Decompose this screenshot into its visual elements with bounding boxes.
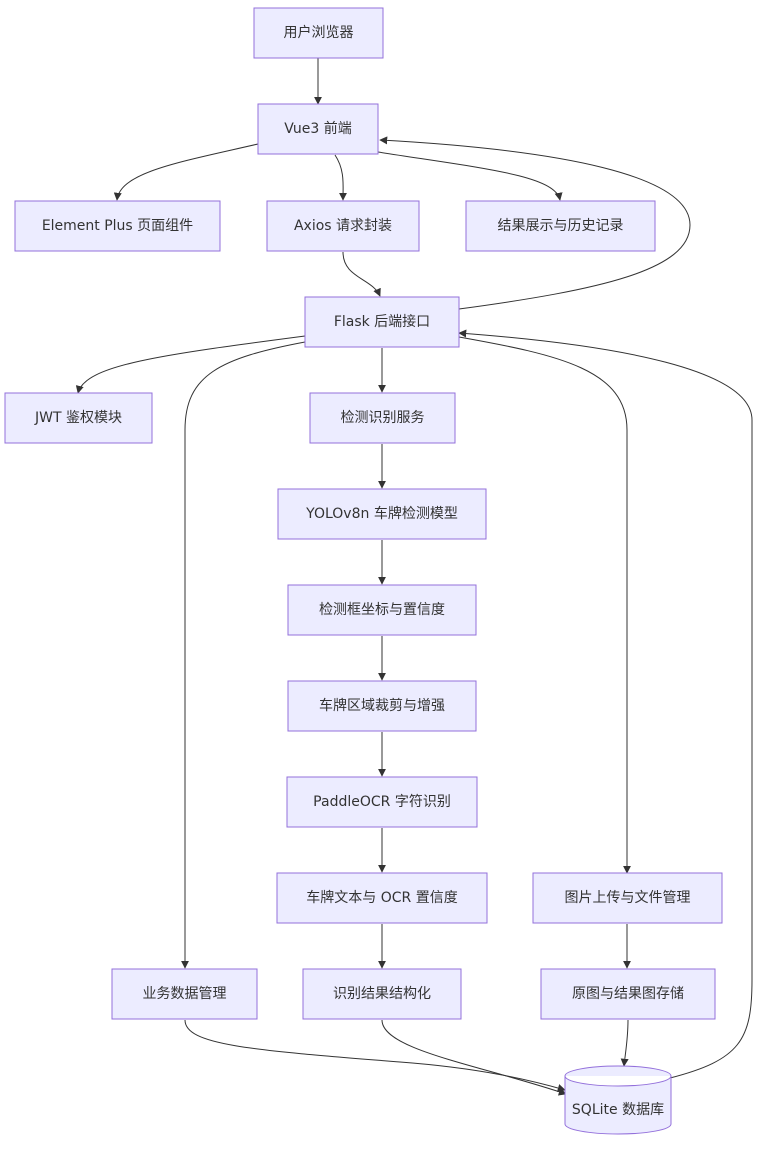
node-struct[interactable]: 识别结果结构化 xyxy=(302,968,462,1020)
node-bbox-label: 检测框坐标与置信度 xyxy=(319,602,445,618)
node-detect[interactable]: 检测识别服务 xyxy=(309,392,456,444)
edge-vue-element xyxy=(113,143,259,201)
edge-struct-db xyxy=(381,1019,567,1096)
node-vue-label: Vue3 前端 xyxy=(284,120,351,137)
node-element-label: Element Plus 页面组件 xyxy=(42,218,193,234)
edges xyxy=(75,58,753,1096)
edge-db-flask xyxy=(458,329,753,1079)
node-ocr[interactable]: PaddleOCR 字符识别 xyxy=(286,776,478,828)
node-axios[interactable]: Axios 请求封装 xyxy=(266,200,420,252)
node-history[interactable]: 结果展示与历史记录 xyxy=(465,200,656,252)
node-upload-label: 图片上传与文件管理 xyxy=(565,890,691,906)
node-biz[interactable]: 业务数据管理 xyxy=(111,968,258,1020)
node-store[interactable]: 原图与结果图存储 xyxy=(540,968,716,1020)
nodes: 用户浏览器 Vue3 前端 Element Plus 页面组件 Axios 请求… xyxy=(4,7,723,1135)
node-text-label: 车牌文本与 OCR 置信度 xyxy=(306,889,457,906)
edge-flask-biz xyxy=(181,341,306,969)
database-icon xyxy=(564,1065,672,1135)
edge-biz-db xyxy=(184,1019,566,1092)
node-struct-label: 识别结果结构化 xyxy=(333,986,431,1002)
node-history-label: 结果展示与历史记录 xyxy=(498,218,624,234)
node-element[interactable]: Element Plus 页面组件 xyxy=(14,200,221,252)
node-axios-label: Axios 请求封装 xyxy=(294,218,392,234)
node-biz-label: 业务数据管理 xyxy=(143,986,227,1002)
node-db[interactable]: SQLite 数据库 xyxy=(564,1065,672,1135)
node-browser-label: 用户浏览器 xyxy=(284,24,354,41)
node-ocr-label: PaddleOCR 字符识别 xyxy=(313,794,451,810)
edge-axios-flask xyxy=(342,251,381,297)
node-crop[interactable]: 车牌区域裁剪与增强 xyxy=(287,680,477,732)
node-db-label: SQLite 数据库 xyxy=(572,1102,664,1118)
node-jwt-label: JWT 鉴权模块 xyxy=(34,410,122,426)
node-crop-label: 车牌区域裁剪与增强 xyxy=(319,697,445,714)
node-store-label: 原图与结果图存储 xyxy=(572,986,684,1002)
node-vue[interactable]: Vue3 前端 xyxy=(257,103,379,155)
node-upload[interactable]: 图片上传与文件管理 xyxy=(532,872,723,924)
node-yolo[interactable]: YOLOv8n 车牌检测模型 xyxy=(277,488,487,540)
edge-store-db xyxy=(620,1019,629,1067)
edge-vue-history xyxy=(377,151,563,201)
edge-flask-vue xyxy=(379,136,691,310)
node-jwt[interactable]: JWT 鉴权模块 xyxy=(4,392,153,444)
edge-flask-upload xyxy=(458,336,631,874)
node-bbox[interactable]: 检测框坐标与置信度 xyxy=(287,584,477,636)
node-detect-label: 检测识别服务 xyxy=(341,410,425,426)
node-flask[interactable]: Flask 后端接口 xyxy=(304,296,460,348)
node-browser[interactable]: 用户浏览器 xyxy=(253,7,384,59)
node-text[interactable]: 车牌文本与 OCR 置信度 xyxy=(276,872,488,924)
edge-flask-jwt xyxy=(75,335,306,394)
node-yolo-label: YOLOv8n 车牌检测模型 xyxy=(305,505,458,522)
edge-vue-axios xyxy=(334,154,348,201)
node-flask-label: Flask 后端接口 xyxy=(334,313,430,330)
